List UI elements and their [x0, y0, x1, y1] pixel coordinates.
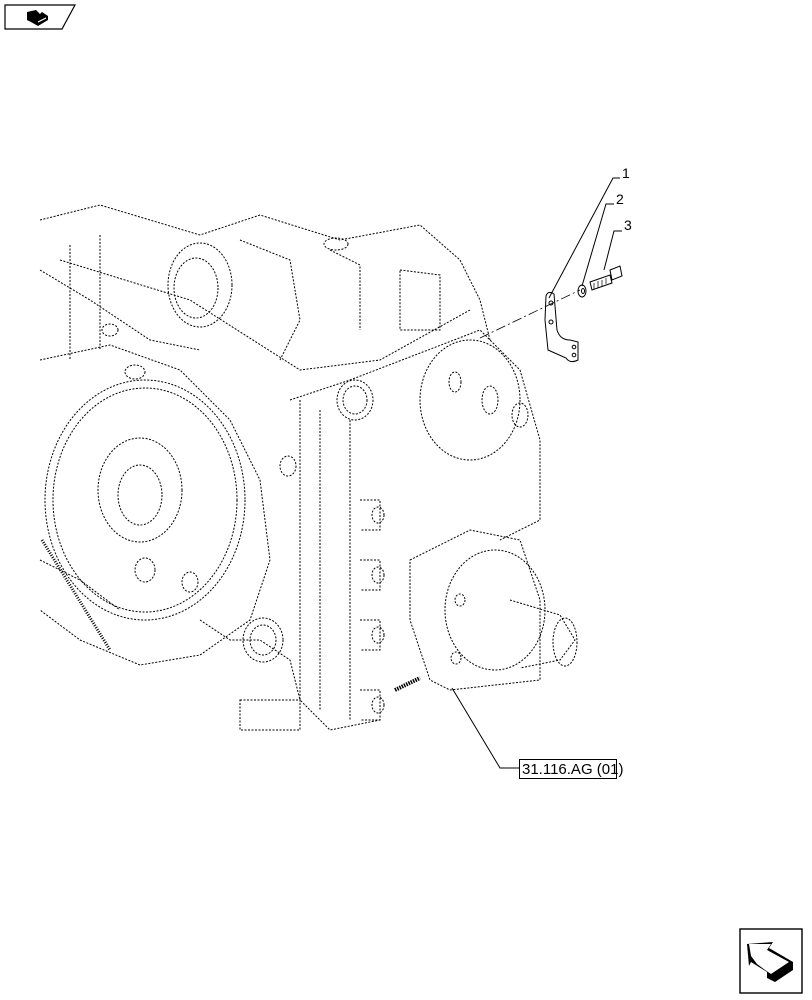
washer-part [577, 284, 587, 298]
casting-mark [394, 676, 421, 692]
assembly-axis-line [479, 289, 581, 339]
engine-block-outline [39, 204, 578, 731]
back-navigation-tab[interactable] [4, 4, 76, 30]
callout-2[interactable]: 2 [616, 191, 624, 207]
bolt-part [589, 265, 623, 291]
callout-1[interactable]: 1 [622, 165, 630, 181]
reference-link-box[interactable]: 31.116.AG (01) [519, 759, 623, 779]
ring-gear-teeth [40, 539, 112, 651]
arrow-forward-icon [747, 942, 793, 982]
next-navigation-button[interactable] [737, 926, 807, 996]
bracket-part [544, 291, 579, 363]
callout-leaders [451, 177, 622, 769]
book-arrow-back-icon [27, 10, 48, 26]
callout-3[interactable]: 3 [624, 217, 632, 233]
